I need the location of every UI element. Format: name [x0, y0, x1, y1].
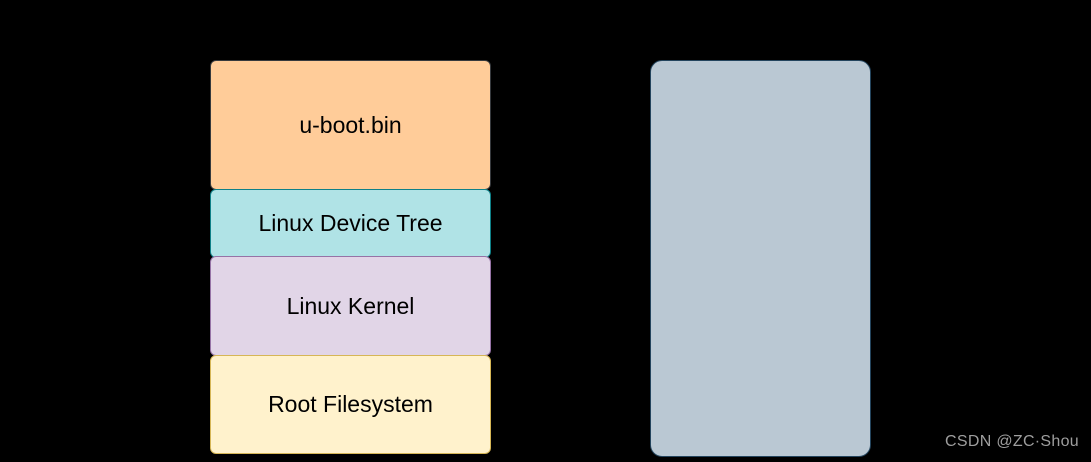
box-linux-kernel: Linux Kernel: [210, 256, 491, 356]
box-u-boot-label: u-boot.bin: [299, 111, 402, 138]
box-root-filesystem: Root Filesystem: [210, 354, 491, 454]
csdn-watermark: CSDN @ZC·Shou: [945, 433, 1079, 450]
box-linux-device-tree-label: Linux Device Tree: [258, 209, 443, 236]
box-linux-device-tree: Linux Device Tree: [210, 188, 491, 258]
storage-panel: [650, 60, 871, 457]
boot-components-stack: u-boot.bin Linux Device Tree Linux Kerne…: [210, 60, 491, 454]
box-linux-kernel-label: Linux Kernel: [286, 292, 415, 319]
box-root-filesystem-label: Root Filesystem: [268, 390, 433, 417]
box-u-boot: u-boot.bin: [210, 60, 491, 190]
